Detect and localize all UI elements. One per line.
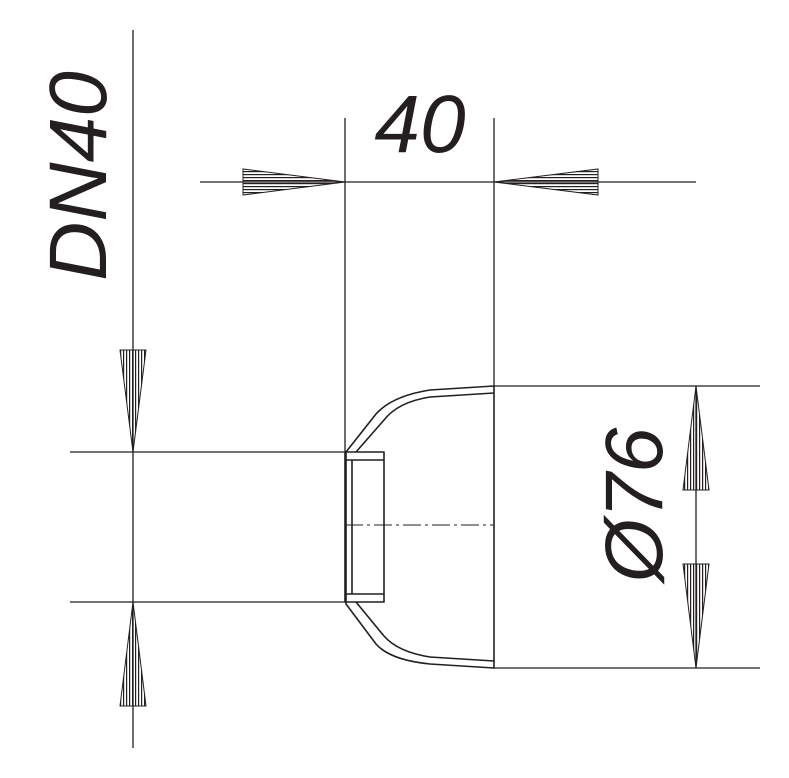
diameter-top-arrow [682, 385, 710, 491]
spigot-body [344, 451, 385, 603]
part-inner-wall-bottom [355, 601, 495, 662]
diameter-bottom-arrow [682, 563, 710, 669]
part-outer-wall [345, 385, 495, 669]
length-right-arrow [493, 168, 599, 196]
part-outline [344, 385, 495, 669]
dn40-top-arrow [119, 349, 147, 453]
length-left-arrow [242, 168, 346, 196]
length-label: 40 [374, 79, 465, 170]
dn40-bottom-arrow [119, 601, 147, 707]
outer-diameter-label: Ø76 [589, 427, 680, 585]
part-inner-wall-top [355, 392, 495, 453]
nominal-diameter-label: DN40 [33, 71, 124, 281]
arrowheads [119, 168, 710, 707]
